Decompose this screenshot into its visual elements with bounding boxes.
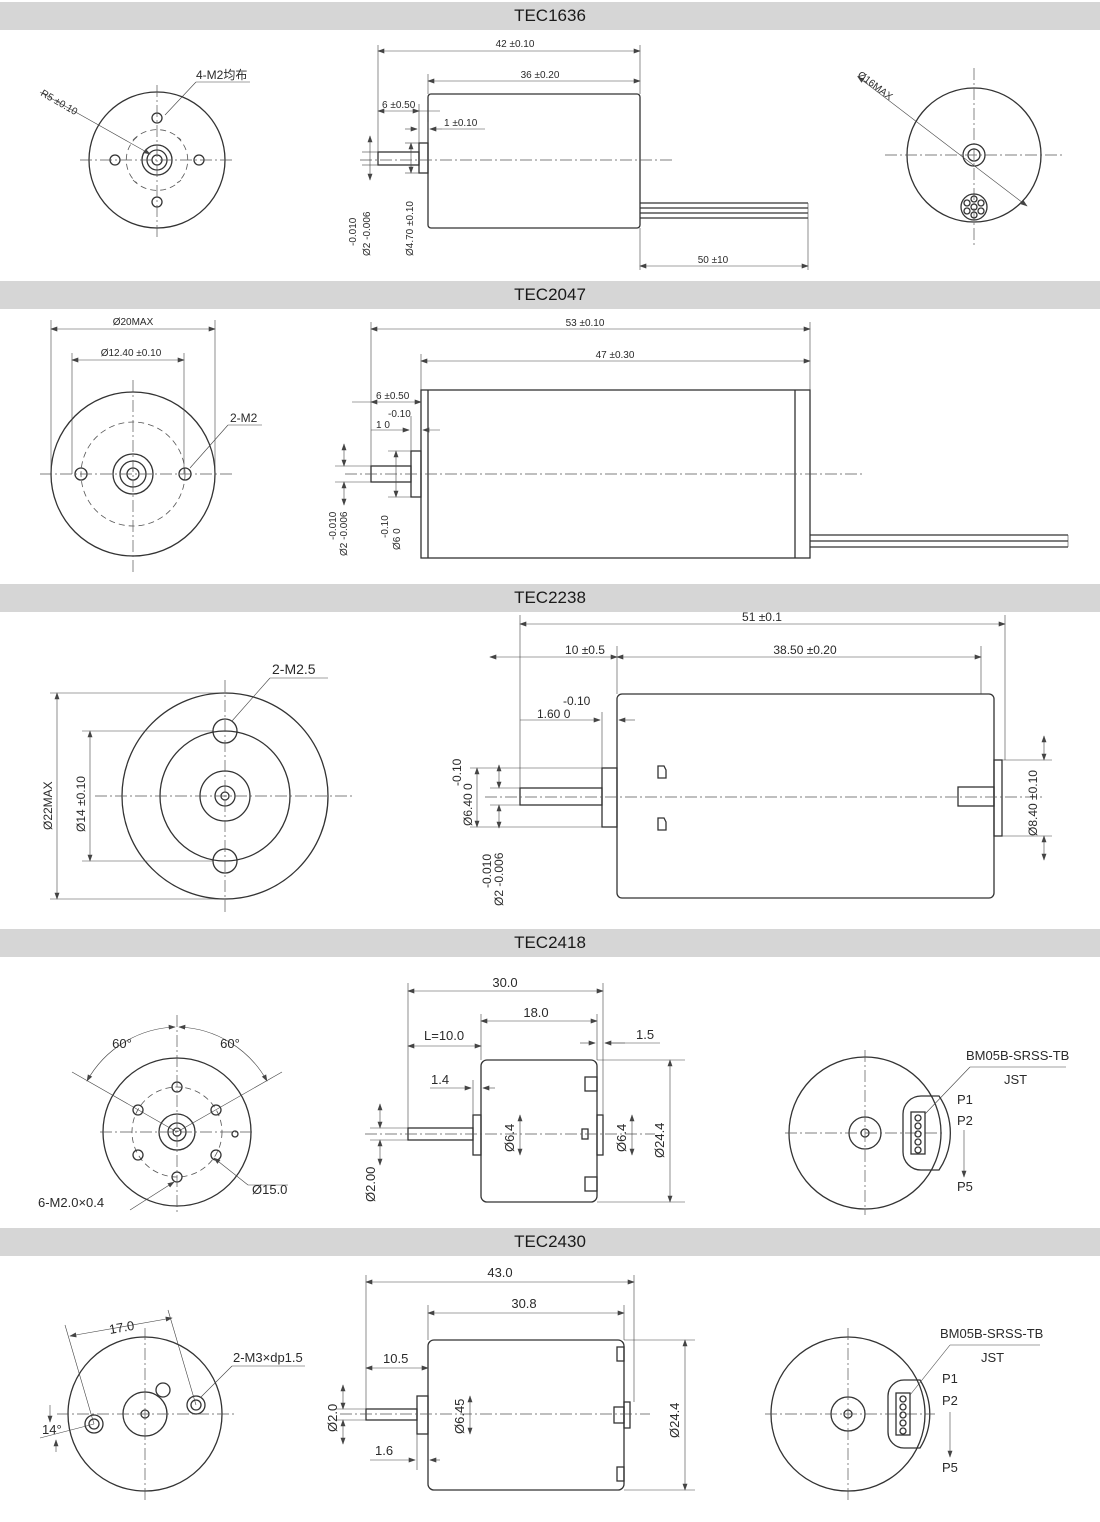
tec2047-body-length-label: 47 ±0.30 <box>596 350 635 361</box>
tec2238-overall-length-label: 51 ±0.1 <box>742 610 782 624</box>
tec2430-side-view <box>335 1275 695 1491</box>
tec2418-front-pcd-label: Ø15.0 <box>252 1182 287 1197</box>
tec2047-shaft-dia-label: Ø2 -0.006 <box>339 511 350 556</box>
section-header-tec2418: TEC2418 <box>0 929 1100 957</box>
tec2430-angle-label: 14° <box>42 1422 62 1437</box>
tec2047-boss-dia-label: Ø6 0 <box>392 528 403 550</box>
tec2430-front-view <box>39 1309 305 1502</box>
tec2238-body-length-label: 38.50 ±0.20 <box>773 643 837 657</box>
tec2418-boss-dia-label: Ø6.4 <box>502 1124 517 1152</box>
tec2418-body-dia-label: Ø24.4 <box>652 1123 667 1158</box>
tec1636-shaft-length-label: 6 ±0.50 <box>382 100 416 111</box>
tec2418-rear-view <box>785 1050 1066 1215</box>
tec2047-front-view <box>40 320 262 575</box>
tec2430-connector-label: BM05B-SRSS-TB <box>940 1326 1043 1341</box>
tec2047-front-dia-label: Ø20MAX <box>113 317 154 328</box>
tec2238-front-holes-label: 2-M2.5 <box>272 661 316 677</box>
tec1636-rear-dia-label: Ø16MAX <box>855 70 894 103</box>
tec2238-shaft-dia-tol-label: -0.010 <box>480 854 494 888</box>
tec2238-rear-boss-dia-label: Ø8.40 ±0.10 <box>1026 770 1040 836</box>
tec2430-front-holes-label: 2-M3×dp1.5 <box>233 1350 303 1365</box>
tec2047-front-holes-label: 2-M2 <box>230 411 258 425</box>
tec2238-front-dia-label: Ø22MAX <box>41 781 55 830</box>
tec1636-boss-dia-label: Ø4.70 ±0.10 <box>405 201 416 256</box>
tec2418-shaft-length-label: L=10.0 <box>424 1028 464 1043</box>
tec2418-front-boss-label: 1.4 <box>431 1072 449 1087</box>
tec1636-rear-view <box>857 68 1065 245</box>
tec2418-connector-label: BM05B-SRSS-TB <box>966 1048 1069 1063</box>
tec2238-boss-length-label: 1.60 0 <box>537 707 571 721</box>
tec2238-shaft-length-label: 10 ±0.5 <box>565 643 605 657</box>
section-header-tec2238: TEC2238 <box>0 584 1100 612</box>
tec2418-rear-boss-dia-label: Ø6.4 <box>614 1124 629 1152</box>
tec2430-rear-view <box>765 1328 1040 1502</box>
tec2430-shaft-dia-label: Ø2.0 <box>325 1404 340 1432</box>
tec1636-front-holes-label: 4-M2均布 <box>196 68 247 82</box>
tec2418-side-view <box>365 983 685 1203</box>
tec2430-overall-length-label: 43.0 <box>487 1265 512 1280</box>
tec2047-boss-tol-label: -0.10 <box>388 409 411 420</box>
tec1636-shaft-dia-tol-label: -0.010 <box>348 217 359 246</box>
tec2047-front-pcd-label: Ø12.40 ±0.10 <box>101 348 162 359</box>
tec2238-front-view <box>50 677 355 912</box>
tec1636-lead-length-label: 50 ±10 <box>698 255 729 266</box>
tec2238-front-pcd-label: Ø14 ±0.10 <box>74 776 88 832</box>
tec2418-pin1-label: P1 <box>957 1092 973 1107</box>
tec1636-side-view <box>360 45 809 270</box>
tec2430-pin1-label: P1 <box>942 1371 958 1386</box>
section-header-tec2047: TEC2047 <box>0 281 1100 309</box>
tec2047-boss-length-label: 1 0 <box>376 420 390 431</box>
tec2418-angle-right-label: 60° <box>220 1036 240 1051</box>
tec2430-pin2-label: P2 <box>942 1393 958 1408</box>
tec2047-overall-length-label: 53 ±0.10 <box>566 318 605 329</box>
tec2430-body-dia-label: Ø24.4 <box>667 1403 682 1438</box>
tec2418-rear-boss-label: 1.5 <box>636 1027 654 1042</box>
tec2430-brand-label: JST <box>981 1350 1004 1365</box>
tec1636-front-radius-label: R5 ±0.10 <box>39 88 80 118</box>
tec2418-front-holes-label: 6-M2.0×0.4 <box>38 1195 104 1210</box>
tec1636-boss-length-label: 1 ±0.10 <box>444 118 478 129</box>
tec1636-overall-length-label: 42 ±0.10 <box>496 39 535 50</box>
tec2430-pin5-label: P5 <box>942 1460 958 1475</box>
section-header-tec2430: TEC2430 <box>0 1228 1100 1256</box>
tec1636-shaft-dia-label: Ø2 -0.006 <box>362 211 373 256</box>
tec2418-body-length-label: 18.0 <box>523 1005 548 1020</box>
tec2418-pin5-label: P5 <box>957 1179 973 1194</box>
tec1636-body-length-label: 36 ±0.20 <box>521 70 560 81</box>
tec2418-brand-label: JST <box>1004 1072 1027 1087</box>
tec2238-boss-dia-tol-label: -0.10 <box>450 758 464 786</box>
tec2238-boss-tol-label: -0.10 <box>563 694 591 708</box>
tec2238-side-view <box>470 615 1052 899</box>
tec2430-boss-length-label: 1.6 <box>375 1443 393 1458</box>
tec2418-pin2-label: P2 <box>957 1113 973 1128</box>
tec2238-boss-dia-label: Ø6.40 0 <box>461 783 475 826</box>
tec2430-spacing-label: 17.0 <box>108 1318 136 1337</box>
tec2418-angle-left-label: 60° <box>112 1036 132 1051</box>
tec2047-shaft-dia-tol-label: -0.010 <box>328 511 339 540</box>
tec2430-boss-dia-label: Ø6.45 <box>452 1399 467 1434</box>
section-header-tec1636: TEC1636 <box>0 2 1100 30</box>
tec2430-body-length-label: 30.8 <box>511 1296 536 1311</box>
tec2047-side-view <box>335 322 1069 559</box>
tec1636-front-view <box>39 81 250 240</box>
tec2418-front-view <box>71 1015 288 1212</box>
tec2418-overall-length-label: 30.0 <box>492 975 517 990</box>
tec2047-shaft-length-label: 6 ±0.50 <box>376 391 410 402</box>
tec2418-shaft-dia-label: Ø2.00 <box>363 1167 378 1202</box>
tec2430-shaft-length-label: 10.5 <box>383 1351 408 1366</box>
tec2047-boss-dia-tol-label: -0.10 <box>380 515 391 538</box>
tec2238-shaft-dia-label: Ø2 -0.006 <box>492 852 506 906</box>
